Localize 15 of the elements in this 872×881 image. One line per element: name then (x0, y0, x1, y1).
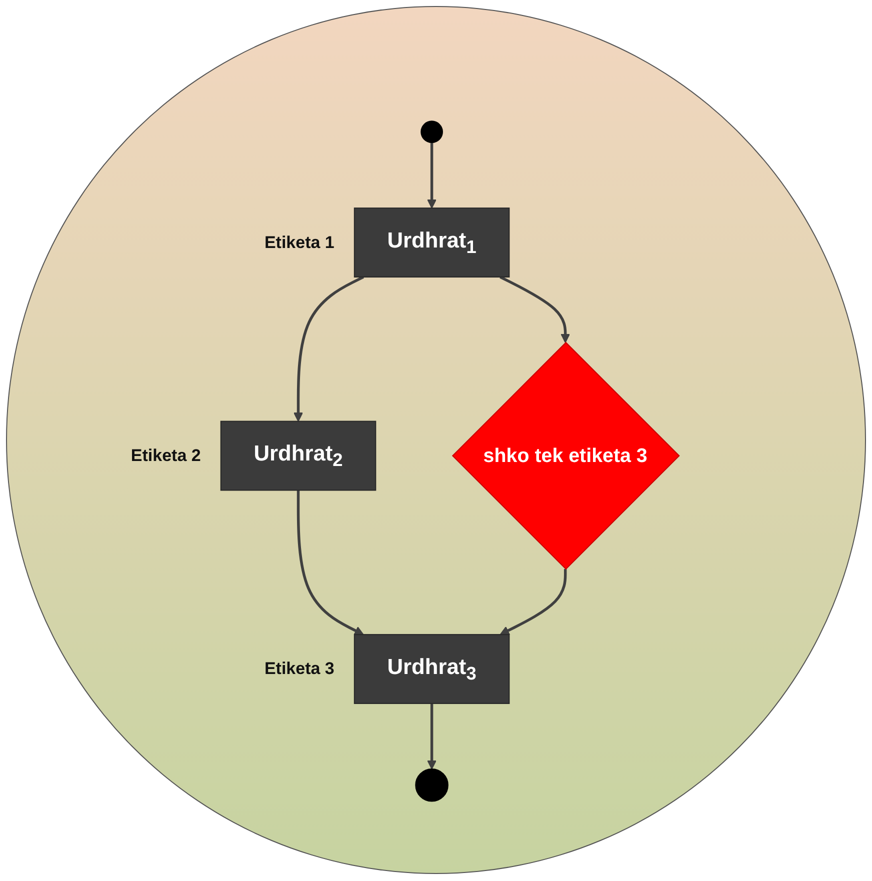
arrow (427, 142, 437, 209)
arrow (296, 490, 364, 635)
arrow (293, 276, 364, 422)
arrow (500, 568, 567, 635)
node-diamond (452, 342, 680, 570)
arrow (500, 276, 570, 344)
node-box (354, 208, 510, 278)
step-label: Etiketa 1 (264, 232, 334, 253)
node-circle (415, 768, 448, 802)
arrow (427, 703, 437, 770)
step-label: Etiketa 2 (130, 446, 201, 466)
step-label: Etiketa 3 (264, 659, 334, 679)
node-box (220, 420, 376, 491)
node-box (354, 634, 510, 704)
node-circle (420, 120, 443, 144)
